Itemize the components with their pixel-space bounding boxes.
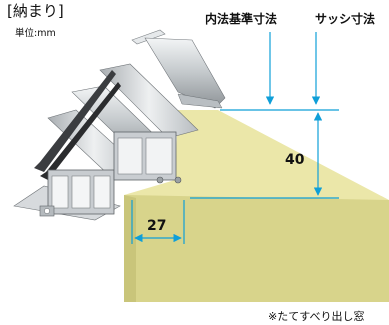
section-upper-cavity-2 bbox=[145, 137, 173, 175]
frame-top-flange bbox=[144, 37, 226, 109]
dimension-lines bbox=[131, 32, 339, 244]
frame-sill-lip bbox=[177, 93, 223, 109]
aluminum-frame bbox=[13, 29, 226, 221]
frame-body-upper bbox=[99, 63, 199, 139]
wall-front-face bbox=[124, 195, 389, 302]
section-upper-cavity-1 bbox=[117, 137, 143, 175]
frame-gasket-strip bbox=[34, 70, 116, 172]
diagram-title: [納まり] bbox=[7, 2, 64, 20]
section-clip-hole bbox=[44, 208, 50, 214]
frame-gasket-strip-2 bbox=[40, 82, 121, 180]
wall-top-face bbox=[124, 110, 389, 200]
wall-block bbox=[124, 110, 389, 302]
wall-side-shade bbox=[124, 195, 136, 302]
section-screw-1 bbox=[156, 176, 164, 184]
section-cavity-1 bbox=[51, 175, 69, 209]
sash-label: サッシ寸法 bbox=[315, 11, 375, 26]
inner-reference-label: 内法基準寸法 bbox=[205, 11, 277, 26]
dimension-40-label: 40 bbox=[285, 152, 305, 168]
unit-label: 単位:mm bbox=[15, 27, 56, 39]
frame-top-rail bbox=[131, 29, 166, 45]
section-cavity-2 bbox=[71, 175, 91, 209]
footnote: ※たてすべり出し窓 bbox=[268, 309, 364, 323]
section-cavity-3 bbox=[93, 175, 111, 209]
section-screw-2 bbox=[174, 176, 182, 184]
dimension-27-label: 27 bbox=[147, 218, 166, 234]
frame-section-face bbox=[39, 131, 182, 217]
